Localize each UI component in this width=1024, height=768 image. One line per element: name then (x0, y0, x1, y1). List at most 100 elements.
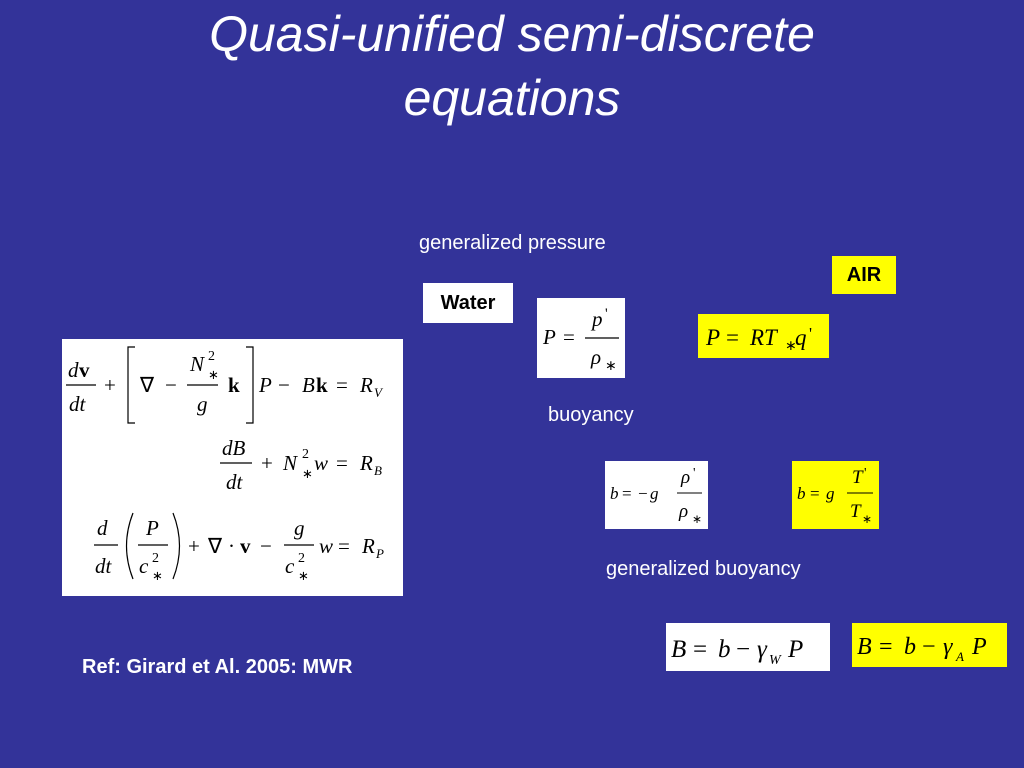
svg-text:g: g (294, 516, 305, 540)
svg-text:c: c (139, 554, 149, 578)
svg-text:=: = (563, 325, 575, 349)
svg-text:N: N (189, 352, 205, 376)
svg-text:R: R (359, 373, 373, 397)
water-tag: Water (423, 283, 513, 323)
svg-text:·: · (228, 534, 235, 558)
svg-text:−: − (638, 484, 648, 503)
svg-text:∗: ∗ (302, 466, 313, 481)
svg-text:RT: RT (749, 325, 779, 350)
svg-text:b: b (718, 636, 731, 663)
svg-text:∗: ∗ (152, 568, 163, 583)
svg-text:2: 2 (208, 349, 215, 364)
svg-text:2: 2 (302, 447, 309, 462)
svg-text:−: − (260, 534, 272, 558)
svg-text:B: B (302, 373, 315, 397)
svg-text:=: = (336, 451, 348, 475)
svg-text:p: p (590, 307, 603, 331)
svg-text:dB: dB (222, 436, 246, 460)
svg-text:+: + (188, 534, 200, 558)
svg-text:w: w (314, 451, 328, 475)
svg-text:A: A (955, 649, 964, 664)
slide-title: Quasi-unified semi-discrete equations (0, 2, 1024, 130)
svg-text:−: − (922, 634, 936, 660)
svg-text:2: 2 (298, 551, 305, 566)
svg-text:P: P (542, 325, 556, 349)
svg-text:g: g (197, 392, 208, 416)
title-line-1: Quasi-unified semi-discrete (209, 6, 815, 62)
svg-text:': ' (809, 324, 812, 343)
equation-system: d v dt + ∇ − N 2 ∗ g k P − B k = R V dB … (62, 339, 403, 596)
buoyancy-air-equation: b = g T ' T ∗ (792, 461, 879, 529)
svg-text:=: = (693, 636, 707, 663)
svg-text:b: b (610, 484, 619, 503)
svg-text:P: P (258, 373, 272, 397)
svg-text:ρ: ρ (678, 501, 688, 522)
svg-text:−: − (278, 373, 290, 397)
generalized-pressure-label: generalized pressure (419, 232, 606, 254)
svg-text:w: w (319, 534, 333, 558)
svg-text:∗: ∗ (298, 568, 309, 583)
svg-text:P: P (375, 546, 384, 561)
svg-text:d: d (68, 358, 79, 382)
buoyancy-water-equation: b = − g ρ ' ρ ∗ (605, 461, 708, 529)
reference-note: Ref: Girard et Al. 2005: MWR (82, 656, 353, 678)
svg-text:': ' (864, 466, 867, 481)
svg-text:B: B (374, 463, 382, 478)
svg-text:∗: ∗ (692, 512, 702, 526)
svg-text:∗: ∗ (785, 339, 797, 354)
svg-text:b: b (797, 484, 806, 503)
svg-text:ρ: ρ (680, 467, 690, 488)
svg-text:dt: dt (69, 392, 87, 416)
svg-text:v: v (79, 358, 90, 382)
svg-text:γ: γ (757, 636, 768, 663)
svg-text:P: P (787, 636, 803, 663)
svg-text:P: P (145, 516, 159, 540)
svg-text:R: R (361, 534, 375, 558)
svg-text:+: + (261, 451, 273, 475)
svg-text:dt: dt (226, 470, 244, 494)
title-line-2: equations (403, 70, 621, 126)
gen-buoyancy-water-equation: B = b − γ W P (666, 623, 830, 671)
svg-text:∗: ∗ (208, 367, 219, 382)
pressure-air-equation: P = RT ∗ q ' (698, 314, 829, 358)
svg-text:g: g (826, 484, 835, 503)
svg-text:b: b (904, 634, 916, 660)
svg-text:γ: γ (943, 634, 953, 660)
svg-text:': ' (693, 466, 696, 481)
svg-text:g: g (650, 484, 659, 503)
svg-text:V: V (374, 385, 384, 400)
svg-text:v: v (240, 534, 251, 558)
svg-text:ρ: ρ (590, 345, 601, 369)
svg-text:q: q (795, 325, 807, 350)
generalized-buoyancy-label: generalized buoyancy (606, 558, 801, 580)
svg-text:B: B (671, 636, 686, 663)
svg-text:−: − (736, 636, 750, 663)
svg-text:+: + (104, 373, 116, 397)
svg-text:=: = (336, 373, 348, 397)
svg-text:=: = (810, 484, 820, 503)
svg-text:W: W (769, 653, 782, 668)
svg-text:': ' (605, 306, 608, 322)
svg-text:∇: ∇ (207, 534, 223, 558)
svg-text:2: 2 (152, 551, 159, 566)
svg-text:=: = (622, 484, 632, 503)
svg-text:P: P (971, 634, 987, 660)
svg-text:P: P (705, 325, 720, 350)
svg-text:=: = (338, 534, 350, 558)
svg-text:∇: ∇ (139, 373, 155, 397)
gen-buoyancy-air-equation: B = b − γ A P (852, 623, 1007, 667)
svg-text:=: = (726, 325, 739, 350)
buoyancy-label: buoyancy (548, 404, 634, 426)
svg-text:∗: ∗ (862, 512, 872, 526)
air-tag: AIR (832, 256, 896, 294)
svg-text:R: R (359, 451, 373, 475)
svg-text:N: N (282, 451, 298, 475)
svg-text:=: = (879, 634, 893, 660)
pressure-water-equation: P = p ' ρ ∗ (537, 298, 625, 378)
svg-text:k: k (228, 373, 240, 397)
svg-text:c: c (285, 554, 295, 578)
svg-text:T: T (850, 501, 862, 522)
svg-text:d: d (97, 516, 108, 540)
svg-text:−: − (165, 373, 177, 397)
svg-text:B: B (857, 634, 872, 660)
